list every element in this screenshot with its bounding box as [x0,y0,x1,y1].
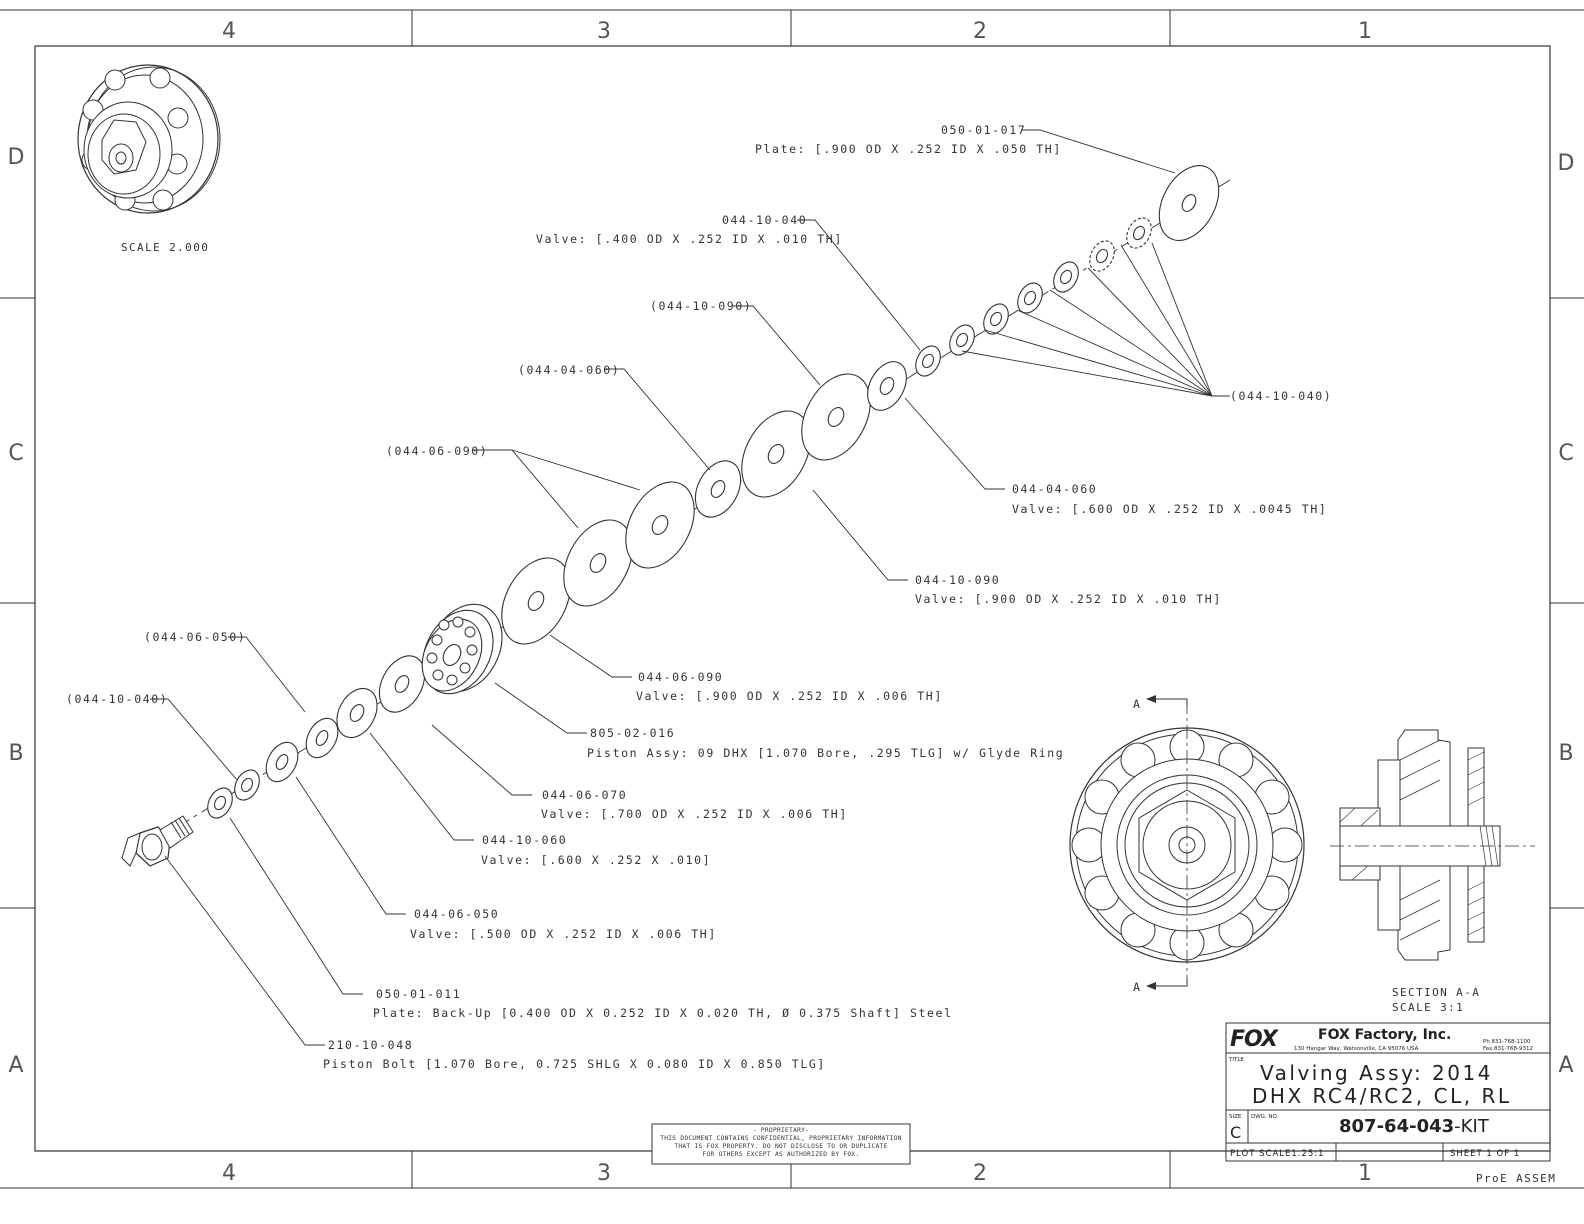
callout-desc: Plate: [.900 OD X .252 ID X .050 TH] [755,142,1062,156]
callout-part: 044-06-070 [542,788,627,802]
section-marker: A [1133,697,1142,711]
callout-part: 050-01-011 [376,987,461,1001]
zone-col-label: 2 [973,19,987,44]
proprietary-notice: - PROPRIETARY- THIS DOCUMENT CONTAINS CO… [651,1123,911,1165]
callout-part: (044-10-040) [1230,389,1332,403]
zone-col-label: 4 [222,1161,236,1186]
drawing-title-line1: Valving Assy: 2014 [1260,1061,1493,1085]
callout-desc: Valve: [.900 OD X .252 ID X .006 TH] [636,689,943,703]
zone-row-label: D [1558,151,1575,176]
section-marker: A [1133,980,1142,994]
title-block: FOX FOX Factory, Inc. 130 Hangar Way, Wa… [1225,1022,1551,1162]
callout-desc: Valve: [.500 OD X .252 ID X .006 TH] [410,927,717,941]
company-address: 130 Hangar Way, Watsonville, CA 95076 US… [1294,1046,1419,1052]
callout-desc: Piston Bolt [1.070 Bore, 0.725 SHLG X 0.… [323,1057,826,1071]
company-fax: Fax 831-768-9312 [1483,1046,1533,1052]
zone-row-label: D [8,145,25,170]
callout-part: (044-04-060) [518,363,620,377]
callout-part: 044-04-060 [1012,482,1097,496]
exploded-discs [207,165,1220,819]
callout-desc: Piston Assy: 09 DHX [1.070 Bore, .295 TL… [587,746,1064,760]
detail-scale-label: SCALE 2.000 [121,241,209,254]
zone-row-label: C [8,441,23,466]
drawing-number-suffix: -KIT [1454,1116,1490,1137]
callout-part: 050-01-017 [941,123,1026,137]
zone-col-label: 3 [597,1161,611,1186]
callout-part: 044-06-050 [414,907,499,921]
drawing-number-main: 807-64-043 [1339,1116,1454,1137]
zone-row-label: B [8,741,23,766]
callout-part: 044-10-060 [482,833,567,847]
callout-part: 210-10-048 [328,1038,413,1052]
company-phone: Ph 831-768-1100 [1483,1039,1531,1045]
dwg-no-label: DWG. NO. [1251,1114,1279,1120]
section-title: SECTION A-A [1392,986,1480,999]
proprietary-line: THAT IS FOX PROPERTY. DO NOT DISCLOSE TO… [674,1143,887,1150]
callout-labels: 050-01-017 Plate: [.900 OD X .252 ID X .… [66,123,1332,1071]
company-name: FOX Factory, Inc. [1318,1027,1451,1043]
size-field-label: SIZE [1229,1114,1242,1120]
zone-row-label: A [1558,1053,1573,1078]
zone-labels: 4 3 2 1 4 3 2 1 D C B A D C B A [8,19,1575,1186]
section-view: SECTION A-A SCALE 3:1 [1330,729,1535,1014]
sheet-count: SHEET 1 OF 1 [1450,1149,1520,1159]
fox-logo: FOX [1230,1027,1279,1052]
zone-col-label: 2 [973,1161,987,1186]
zone-col-label: 1 [1358,1161,1372,1186]
zone-row-label: A [8,1053,23,1078]
front-view: A A [1069,695,1305,994]
callout-part: (044-10-040) [66,692,168,706]
callout-part: (044-10-090) [650,299,752,313]
zone-row-label: B [1558,741,1573,766]
proprietary-line: - PROPRIETARY- [753,1127,809,1134]
callout-desc: Valve: [.600 OD X .252 ID X .0045 TH] [1012,502,1327,516]
zone-col-label: 1 [1358,19,1372,44]
callout-desc: Valve: [.400 OD X .252 ID X .010 TH] [536,232,843,246]
callout-desc: Plate: Back-Up [0.400 OD X 0.252 ID X 0.… [373,1006,953,1020]
callout-desc: Valve: [.600 X .252 X .010] [481,853,711,867]
callout-desc: Valve: [.900 OD X .252 ID X .010 TH] [915,592,1222,606]
callout-desc: Valve: [.700 OD X .252 ID X .006 TH] [541,807,848,821]
callout-part: (044-06-090) [386,444,488,458]
zone-row-label: C [1558,441,1573,466]
title-field-label: TITLE [1228,1057,1244,1063]
proprietary-line: THIS DOCUMENT CONTAINS CONFIDENTIAL, PRO… [660,1135,902,1142]
proprietary-line: FOR OTHERS EXCEPT AS AUTHORIZED BY FOX. [703,1151,860,1158]
sheet-size: C [1230,1123,1241,1142]
drawing-title-line2: DHX RC4/RC2, CL, RL [1252,1084,1512,1108]
section-scale: SCALE 3:1 [1392,1001,1464,1014]
footer-label: ProE ASSEM [1476,1172,1556,1185]
callout-part: 044-06-090 [638,670,723,684]
piston-bolt [121,815,194,867]
zone-col-label: 3 [597,19,611,44]
leader-lines [150,129,1230,1046]
detail-view-iso: SCALE 2.000 [77,64,221,254]
callout-part: 805-02-016 [590,726,675,740]
callout-part: 044-10-040 [722,213,807,227]
callout-part: (044-06-050) [144,630,246,644]
drawing-number: 807-64-043-KIT [1339,1116,1490,1137]
plot-scale: PLOT SCALE1.25:1 [1230,1149,1325,1159]
callout-part: 044-10-090 [915,573,1000,587]
zone-col-label: 4 [222,19,236,44]
